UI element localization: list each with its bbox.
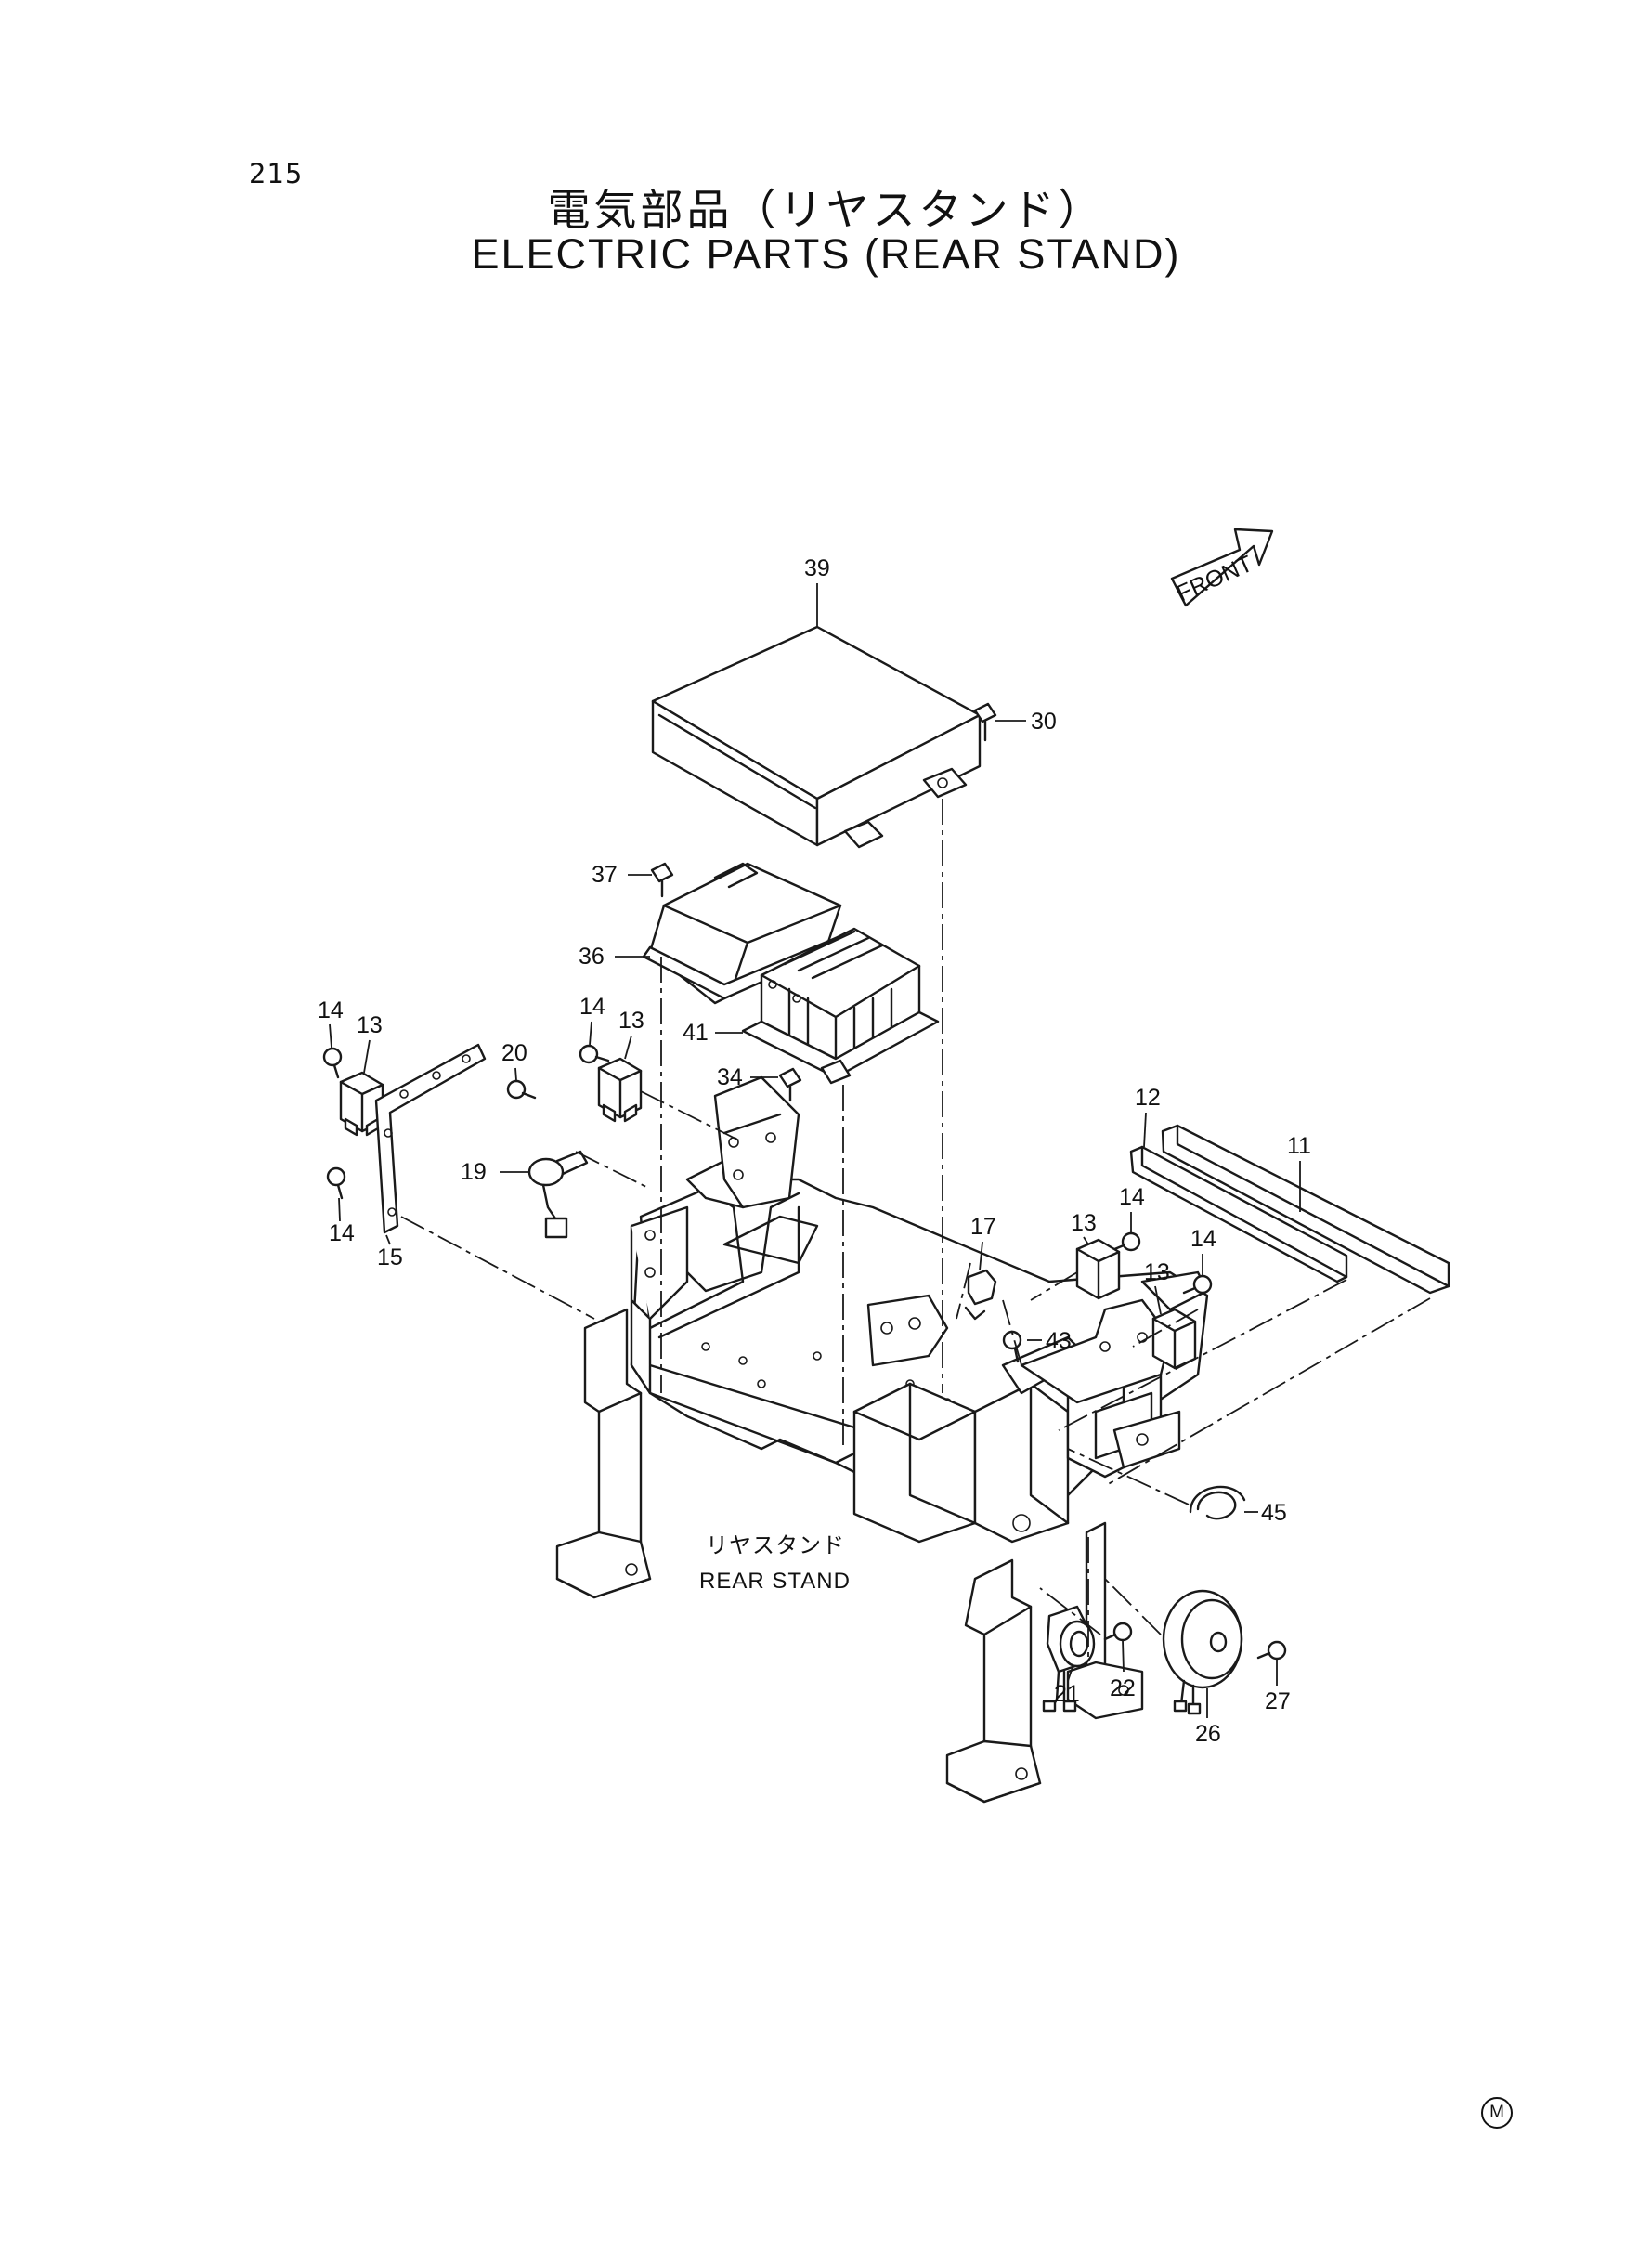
callout-34: 34	[717, 1064, 743, 1090]
clip-icon	[1189, 1485, 1246, 1520]
front-label: FRONT	[1173, 551, 1256, 607]
callout-43: 43	[1046, 1328, 1072, 1354]
callout-39: 39	[804, 555, 830, 581]
callout-labels: 39 30 37 36 41 34 14 13 14 13 20 19 14 1…	[318, 555, 1311, 1747]
callout-45: 45	[1261, 1500, 1287, 1526]
callout-41: 41	[683, 1020, 709, 1046]
horn-icon	[1162, 1589, 1243, 1715]
cover-strip	[1161, 1124, 1450, 1295]
callout-13-mid: 13	[618, 1008, 644, 1034]
controller-box	[651, 625, 982, 849]
bracket-icon	[964, 1269, 997, 1321]
title-english: ELECTRIC PARTS (REAR STAND)	[471, 230, 1181, 278]
page-number: 215	[249, 158, 304, 189]
finned-unit	[741, 927, 940, 1085]
callout-14-lower-left: 14	[329, 1220, 355, 1246]
callout-26: 26	[1195, 1721, 1221, 1747]
bracket-plate	[374, 1043, 487, 1234]
buzzer-icon	[1042, 1605, 1096, 1713]
callout-37: 37	[592, 862, 618, 888]
callout-30: 30	[1031, 709, 1057, 735]
callout-13-left: 13	[357, 1012, 383, 1038]
callout-14-top-left: 14	[318, 997, 344, 1023]
sensor-icon	[527, 1150, 589, 1239]
front-arrow-icon: FRONT	[1170, 528, 1274, 607]
callout-19: 19	[461, 1159, 487, 1185]
assembly-lines	[400, 799, 1431, 1662]
callout-21: 21	[1054, 1681, 1080, 1707]
callout-27: 27	[1265, 1688, 1291, 1714]
callout-15: 15	[377, 1244, 403, 1270]
callout-14-right-lower: 14	[1190, 1226, 1216, 1252]
callout-13-right-lower: 13	[1144, 1259, 1170, 1285]
callout-22: 22	[1110, 1675, 1136, 1701]
corner-mark: M	[1481, 2097, 1513, 2129]
callout-14-right-upper: 14	[1119, 1184, 1145, 1210]
relay-icon	[339, 1057, 1197, 1370]
title-japanese: 電気部品（リヤスタンド）	[547, 185, 1105, 235]
callout-20: 20	[501, 1040, 527, 1066]
callout-12: 12	[1135, 1085, 1161, 1111]
callout-11: 11	[1287, 1133, 1311, 1159]
screw-icon	[322, 702, 1287, 1661]
rear-stand-frame	[555, 1075, 1209, 1804]
leader-lines	[329, 583, 1301, 1718]
callout-36: 36	[579, 944, 605, 970]
callout-17: 17	[970, 1214, 996, 1240]
callout-13-right-upper: 13	[1071, 1210, 1097, 1236]
rear-stand-label-en: REAR STAND	[699, 1569, 851, 1594]
callout-14-mid: 14	[579, 994, 605, 1020]
seal-strip	[1129, 1145, 1348, 1283]
rear-stand-label-jp: リヤスタンド	[706, 1533, 845, 1558]
